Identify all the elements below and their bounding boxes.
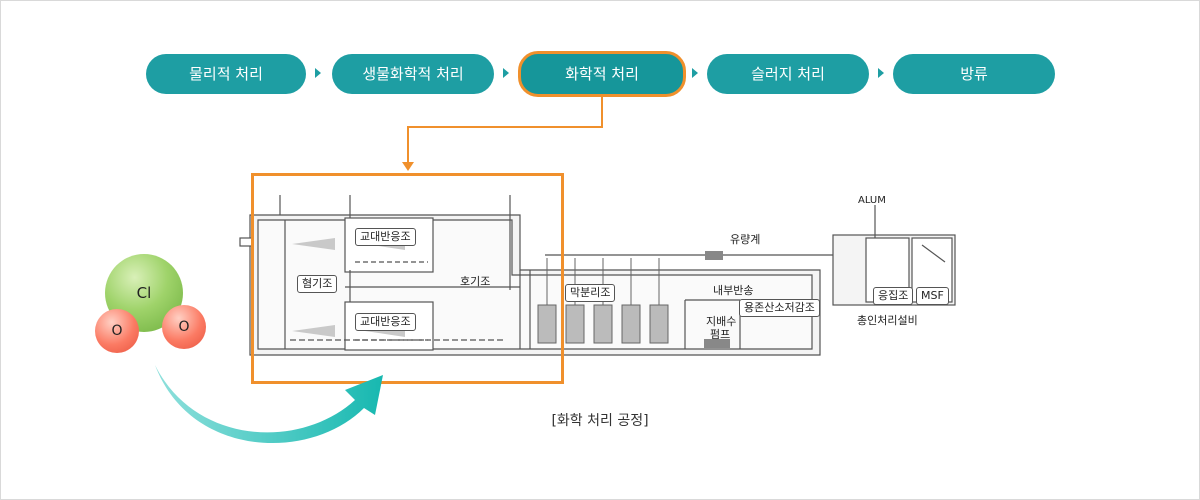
- step-sludge[interactable]: 슬러지 처리: [707, 54, 869, 94]
- label-alum: ALUM: [858, 195, 886, 206]
- step-biochemical[interactable]: 생물화학적 처리: [332, 54, 494, 94]
- step-arrow-icon: [878, 68, 884, 78]
- label-coagulation-tank: 응집조: [873, 287, 914, 305]
- connector-line: [601, 97, 603, 127]
- oxygen-atom: O: [162, 305, 206, 349]
- step-arrow-icon: [503, 68, 509, 78]
- label-drain-pump: 펌프: [710, 328, 731, 341]
- label-stirring-tank-lower: 교대반응조: [355, 313, 416, 331]
- label-flowmeter: 유량계: [730, 233, 761, 246]
- curved-arrow-icon: [155, 365, 383, 444]
- label-anaerobic-tank: 혐기조: [297, 275, 338, 293]
- connector-line: [407, 126, 409, 164]
- step-chemical[interactable]: 화학적 처리: [518, 51, 686, 97]
- label-stirring-tank-upper: 교대반응조: [355, 228, 416, 246]
- label-membrane-tank: 막분리조: [565, 284, 616, 302]
- figure-caption: [화학 처리 공정]: [551, 413, 649, 429]
- connector-arrow-icon: [402, 162, 414, 171]
- step-arrow-icon: [315, 68, 321, 78]
- chemical-section-highlight: [251, 173, 564, 384]
- step-physical[interactable]: 물리적 처리: [146, 54, 306, 94]
- connector-line: [407, 126, 603, 128]
- step-discharge[interactable]: 방류: [893, 54, 1055, 94]
- label-do-reduction-tank: 용존산소저감조: [739, 299, 820, 317]
- label-drain-pump: 지배수: [706, 315, 737, 328]
- label-msf: MSF: [916, 287, 949, 305]
- process-steps: 물리적 처리 생물화학적 처리 화학적 처리 슬러지 처리 방류: [0, 0, 1200, 120]
- oxygen-atom: O: [95, 309, 139, 353]
- step-arrow-icon: [692, 68, 698, 78]
- label-internal-return: 내부반송: [713, 284, 754, 297]
- label-phosphorus-unit: 총인처리설비: [857, 314, 918, 327]
- label-aerobic-tank: 호기조: [460, 275, 491, 288]
